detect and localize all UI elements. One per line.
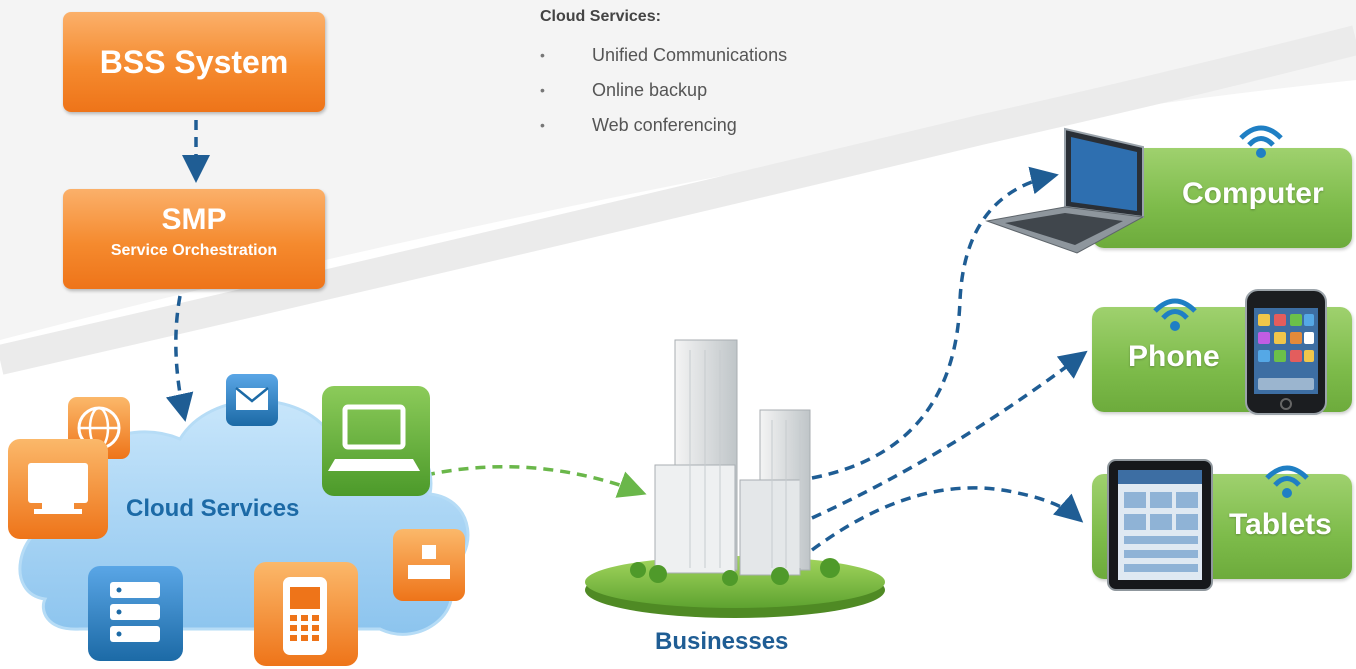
server-icon [88,566,183,661]
laptop-icon [322,386,430,496]
bss-system-label: BSS System [99,44,289,80]
tablet-image [1107,459,1213,591]
cloud-services-label: Cloud Services [126,495,300,522]
bullet: • [540,82,545,98]
grid-icon [393,529,465,601]
wifi-icon [1239,125,1283,158]
wifi-icon [1265,465,1309,498]
phone-label: Phone [1128,340,1220,373]
service-label: Online backup [592,80,708,100]
bullet: • [540,47,545,63]
arrow-smp-to-cloud [165,295,194,422]
businesses-label: Businesses [655,628,789,655]
service-label: Unified Communications [592,45,788,65]
smp-subtitle: Service Orchestration [110,242,278,259]
computer-label: Computer [1182,177,1324,210]
laptop-image [985,127,1145,254]
monitor-icon [8,439,108,539]
wifi-icon [1153,298,1197,331]
smp-box: SMP Service Orchestration [63,189,325,289]
arrow-businesses-to-phone [811,350,1088,520]
services-heading: Cloud Services: [540,8,661,25]
bss-system-box: BSS System [63,12,325,112]
arrow-businesses-to-computer [811,166,1059,480]
service-label: Web conferencing [592,115,737,135]
mail-icon [226,374,278,426]
tablets-label: Tablets [1229,508,1332,541]
bullet: • [540,117,545,133]
phone-image [1245,289,1327,415]
arrow-businesses-to-tablets [810,486,1084,552]
smp-title: SMP [161,203,227,236]
mobile-phone-icon [254,562,358,666]
businesses-buildings [585,339,885,618]
cloud-services-cloud [8,374,470,666]
